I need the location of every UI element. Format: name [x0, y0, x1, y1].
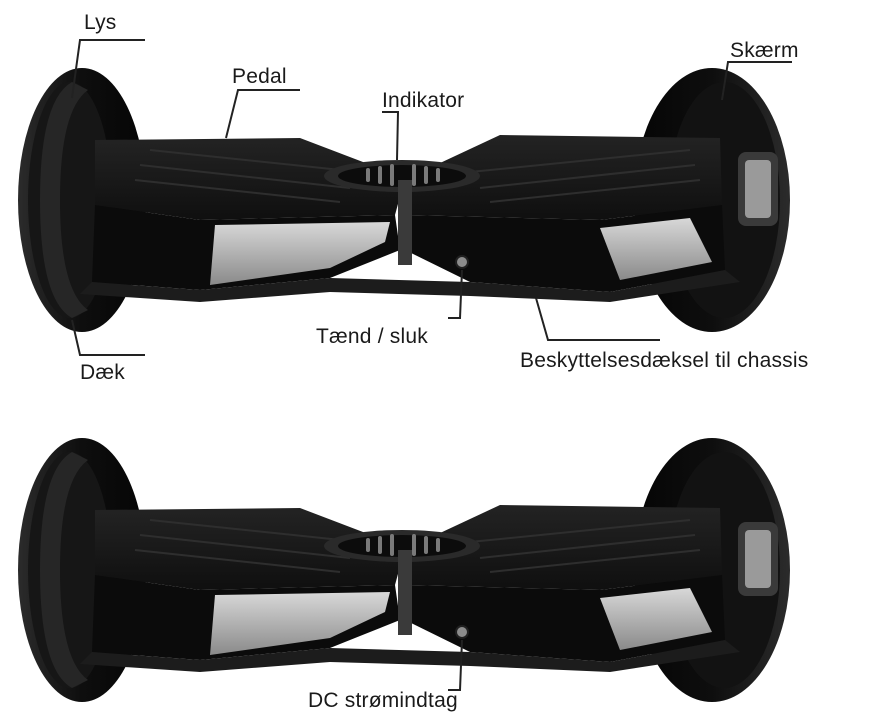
- leader-indicator: [382, 111, 400, 161]
- label-power-switch: Tænd / sluk: [316, 325, 428, 348]
- label-pedal: Pedal: [232, 65, 287, 88]
- label-tire: Dæk: [80, 361, 125, 384]
- leader-fender: [721, 61, 792, 101]
- label-fender: Skærm: [730, 39, 799, 62]
- leader-chassis: [535, 297, 660, 341]
- leader-dc: [448, 639, 463, 691]
- leader-power: [448, 269, 463, 319]
- leader-tire: [71, 319, 145, 356]
- hoverboard-bottom: [17, 437, 791, 703]
- label-indicator: Indikator: [382, 89, 465, 112]
- leader-pedal: [225, 89, 300, 139]
- leader-lines: [71, 39, 792, 691]
- label-chassis-cover: Beskyttelsesdæksel til chassis: [520, 349, 809, 372]
- label-dc-port: DC strømindtag: [308, 689, 458, 712]
- label-light: Lys: [84, 11, 117, 34]
- leader-light: [71, 39, 145, 99]
